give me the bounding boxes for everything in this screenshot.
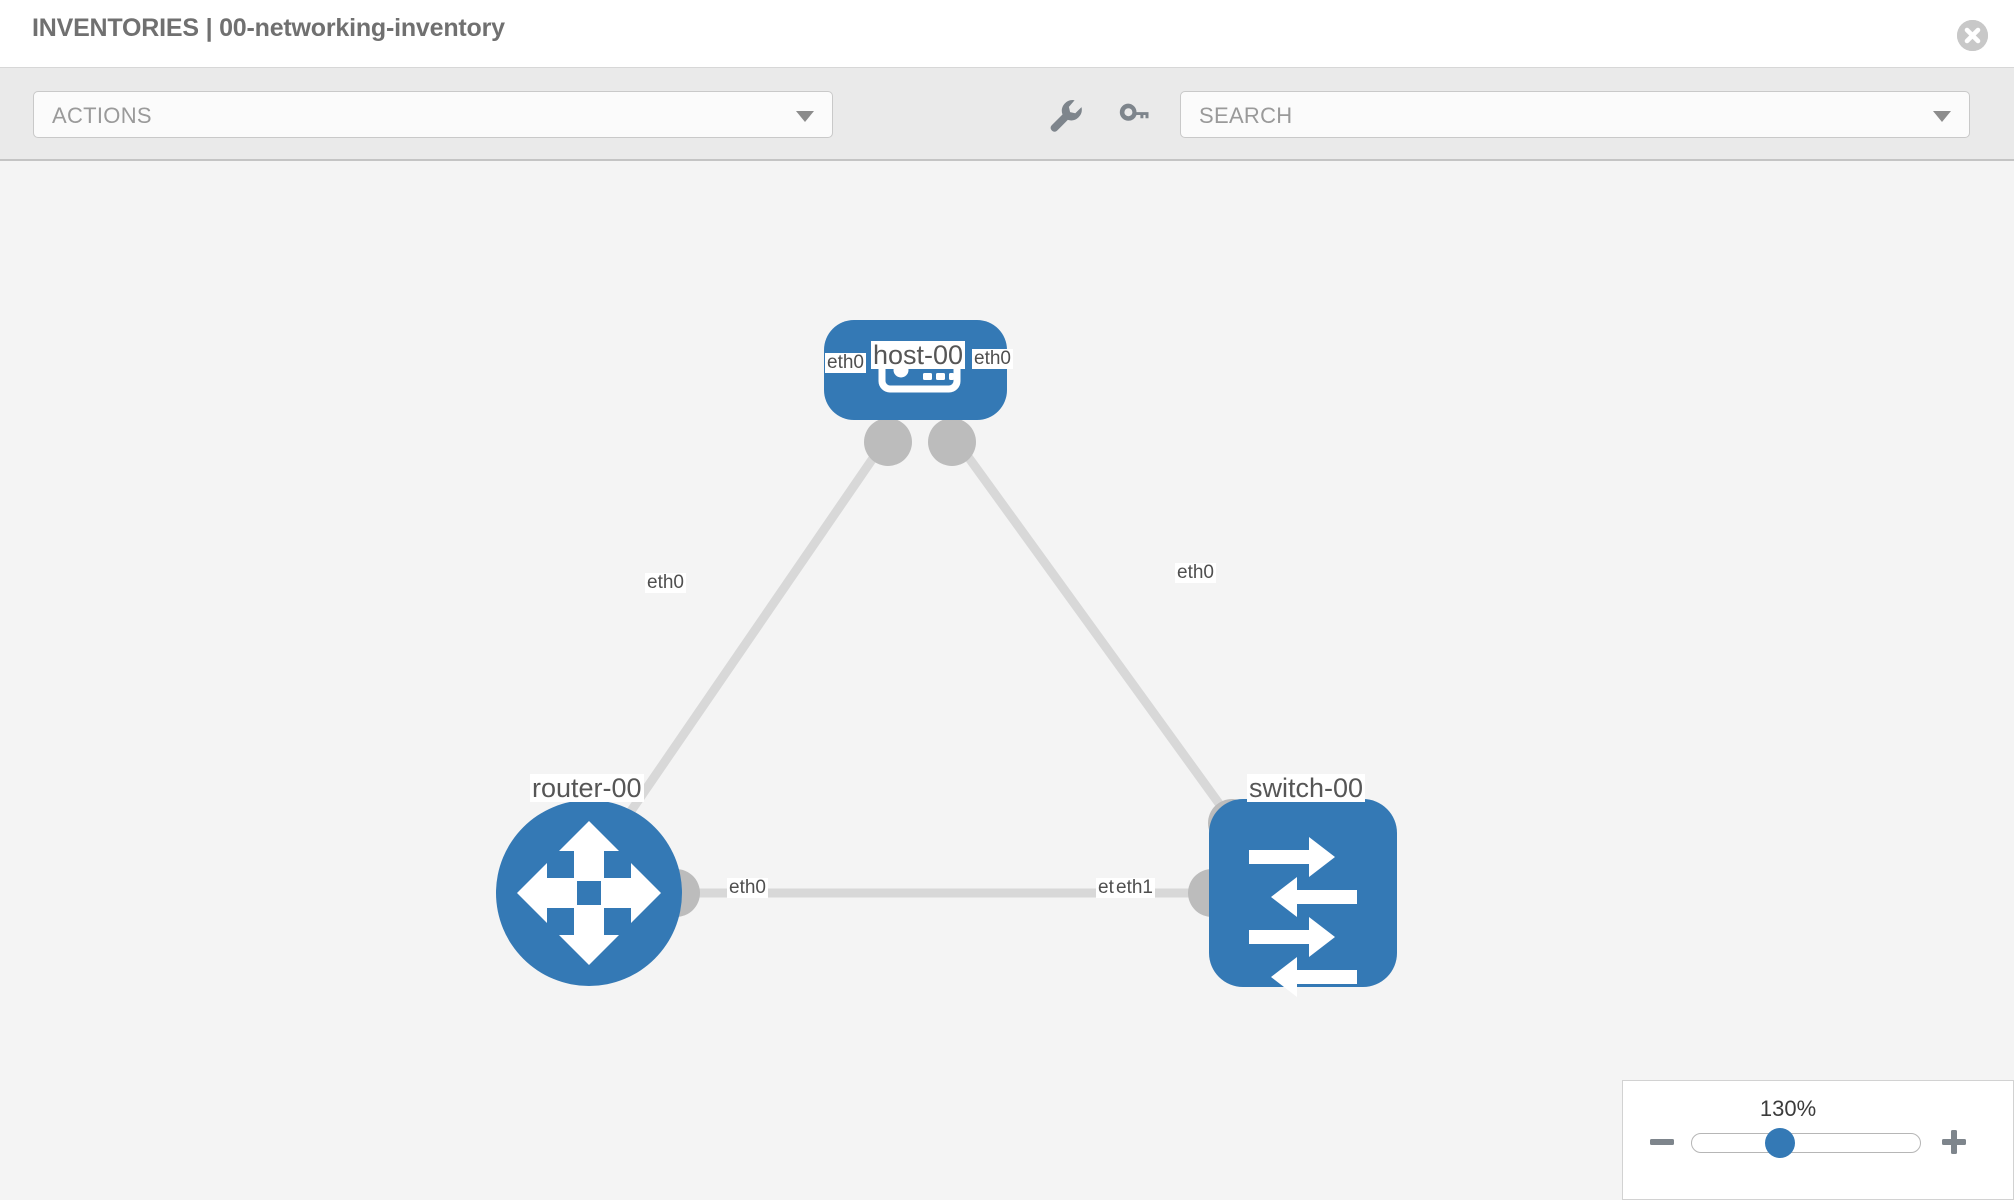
link-host00-router00[interactable] xyxy=(616,426,897,830)
topology-graph xyxy=(496,320,1397,997)
iface-label-router00-eth0-uplink: eth0 xyxy=(645,572,686,593)
wrench-icon[interactable] xyxy=(1045,95,1085,135)
zoom-control: 130% xyxy=(1622,1080,2014,1200)
minus-icon[interactable] xyxy=(1649,1129,1675,1155)
iface-label-host00-eth0-left: eth0 xyxy=(825,352,866,373)
node-label-switch-00: switch-00 xyxy=(1247,773,1366,803)
iface-label-switch00-eth0-uplink: eth0 xyxy=(1175,562,1216,583)
page-title: INVENTORIES | 00-networking-inventory xyxy=(32,14,505,42)
topology-canvas[interactable]: eth0 eth0 eth0 eth0 eth0 eth0 eth1 host-… xyxy=(0,161,2014,1200)
chevron-down-icon[interactable] xyxy=(1933,111,1951,122)
toolbar: ACTIONS SEARCH xyxy=(0,68,2014,161)
chevron-down-icon xyxy=(796,111,814,122)
search-placeholder: SEARCH xyxy=(1199,103,1293,128)
actions-dropdown[interactable]: ACTIONS xyxy=(33,91,833,138)
search-input[interactable]: SEARCH xyxy=(1180,91,1970,138)
close-icon[interactable] xyxy=(1957,20,1988,51)
node-label-host-00: host-00 xyxy=(871,340,966,370)
iface-label-switch00-eth1: eth1 xyxy=(1114,877,1155,898)
topology-connectors xyxy=(652,418,1256,917)
zoom-percent-label: 130% xyxy=(1759,1096,1817,1121)
connector-nub xyxy=(928,418,976,466)
key-icon[interactable] xyxy=(1113,95,1153,135)
zoom-slider-track[interactable] xyxy=(1691,1133,1921,1153)
topology-links xyxy=(616,426,1240,898)
iface-label-host00-eth0-right: eth0 xyxy=(972,348,1013,369)
zoom-slider-thumb[interactable] xyxy=(1765,1128,1795,1158)
page-header: INVENTORIES | 00-networking-inventory xyxy=(0,0,2014,68)
connector-nub xyxy=(864,418,912,466)
node-router-00[interactable] xyxy=(496,800,682,986)
iface-label-router00-eth0: eth0 xyxy=(727,877,768,898)
plus-icon[interactable] xyxy=(1941,1129,1967,1155)
node-label-router-00: router-00 xyxy=(530,773,644,803)
node-switch-00[interactable] xyxy=(1209,799,1397,997)
actions-dropdown-label: ACTIONS xyxy=(52,103,152,128)
link-host00-switch00[interactable] xyxy=(944,426,1240,830)
